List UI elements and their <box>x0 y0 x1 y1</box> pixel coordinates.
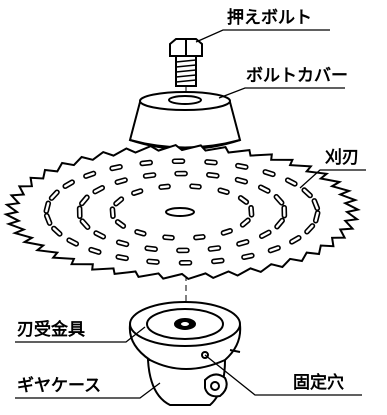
blade-slot <box>178 259 193 266</box>
blade-slot <box>83 170 97 179</box>
blade-slot <box>131 188 144 196</box>
blade-slot <box>236 239 250 247</box>
blade-slot <box>174 170 188 177</box>
blade-slot <box>115 254 129 262</box>
leader-lines <box>15 29 366 399</box>
blade-slot <box>258 229 272 239</box>
blade-slot <box>176 247 190 254</box>
blade-slot <box>235 162 249 170</box>
blade-slot <box>43 200 52 214</box>
blade-slot <box>48 189 60 201</box>
label-bolt-cover: ボルトカバー <box>246 66 348 86</box>
label-blade-holder: 刃受金具 <box>17 320 85 340</box>
blade-slot <box>162 234 175 241</box>
blade-slot <box>312 210 321 224</box>
blade-slot <box>211 257 225 265</box>
label-blade: 刈刃 <box>325 148 359 168</box>
blade-slot <box>289 235 302 245</box>
label-gear-case: ギヤケース <box>17 376 102 396</box>
blade-slot <box>234 176 249 185</box>
blade-slot <box>193 234 206 241</box>
blade-slot <box>134 229 147 237</box>
blade-slot <box>115 239 130 248</box>
blade-slot <box>92 185 106 195</box>
blade-slot <box>304 223 316 235</box>
blade-slot <box>262 169 276 178</box>
saw-blade-part <box>3 143 361 281</box>
label-press-bolt: 押えボルト <box>227 8 312 28</box>
bolt-cover-part <box>128 91 242 150</box>
blade-slot <box>217 187 230 195</box>
blade-slot <box>88 246 102 255</box>
blade-slot <box>109 163 123 172</box>
blade-slot <box>109 206 116 219</box>
blade-slot <box>51 225 63 237</box>
blade-slot <box>220 228 233 236</box>
blade-slot <box>301 187 313 199</box>
blade-slot <box>139 159 153 167</box>
blade-slot <box>146 258 160 265</box>
blade-slot <box>257 184 271 194</box>
blade-slot <box>248 205 255 218</box>
blade-slot <box>206 172 220 179</box>
blade-slot <box>171 158 186 165</box>
blade-slot <box>113 196 125 207</box>
blade-slot <box>267 245 281 254</box>
label-fixing-hole: 固定穴 <box>293 373 344 393</box>
blade-slot <box>79 218 91 230</box>
blade-slot <box>114 177 128 185</box>
gear-case-part <box>128 301 242 406</box>
blade-slot <box>273 194 285 206</box>
blade-center-hole <box>165 207 195 217</box>
blade-slot <box>66 237 80 247</box>
blade-slot <box>237 195 250 205</box>
blade-slot <box>114 219 127 229</box>
blade-slot <box>189 183 202 190</box>
blade-slot <box>204 159 218 166</box>
press-bolt-part <box>169 38 203 87</box>
blade-slot <box>144 245 158 252</box>
blade-slot <box>281 204 288 219</box>
blade-slot <box>239 217 251 228</box>
blade-slot <box>274 217 285 230</box>
blade-slot <box>241 252 255 261</box>
blade-slot <box>62 179 75 189</box>
blade-slot <box>76 205 83 220</box>
blade-slot <box>284 177 298 187</box>
blade-slot <box>207 245 222 252</box>
blade-slot <box>158 183 171 190</box>
blade-slot <box>142 172 157 179</box>
blade-slot <box>93 230 107 240</box>
blade-slot <box>79 194 90 207</box>
